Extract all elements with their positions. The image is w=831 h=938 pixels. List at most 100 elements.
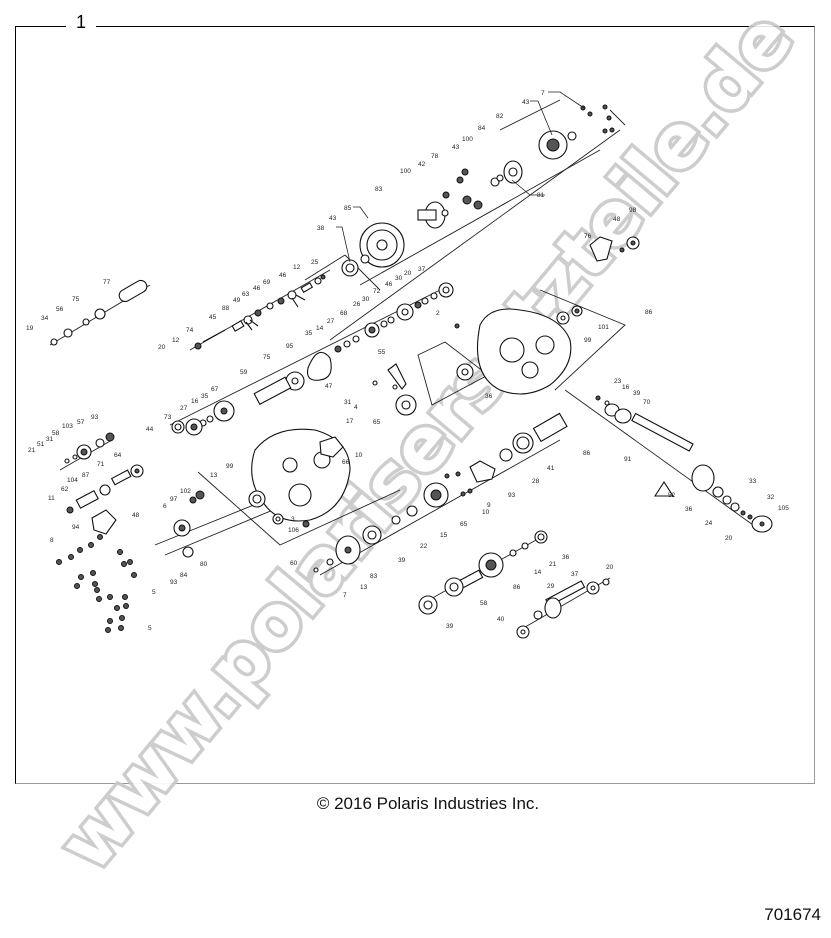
callout-number: 105: [778, 505, 789, 512]
callout-number: 16: [622, 384, 630, 391]
loose-bolts: [56, 534, 137, 633]
callout-number: 33: [749, 478, 757, 485]
callout-number: 40: [497, 616, 505, 623]
callouts-right-housing: 76 48 98 2 101 99 86 36: [436, 207, 653, 400]
callout-number: 22: [420, 543, 428, 550]
callout-number: 59: [240, 369, 248, 376]
callout-number: 27: [327, 318, 335, 325]
callout-number: 83: [375, 186, 383, 193]
callout-number: 19: [26, 325, 34, 332]
callout-number: 75: [72, 296, 80, 303]
callout-number: 82: [496, 113, 504, 120]
callout-number: 86: [513, 584, 521, 591]
callout-number: 103: [62, 423, 73, 430]
callout-number: 2: [436, 310, 440, 317]
callout-number: 35: [305, 330, 313, 337]
callouts-mid: 55 47 31 4 65: [325, 349, 386, 426]
right-housing: [417, 236, 640, 406]
callout-number: 44: [146, 426, 154, 433]
callout-number: 43: [452, 144, 460, 151]
callouts-top: 7 43 82 84 100 43 78 42 100 83 81 85 43 …: [317, 90, 585, 263]
callout-number: 39: [398, 557, 406, 564]
callout-number: 106: [288, 527, 299, 534]
callout-number: 37: [418, 266, 426, 273]
callout-number: 81: [537, 192, 545, 199]
callout-number: 72: [373, 288, 381, 295]
callout-number: 78: [431, 153, 439, 160]
callout-number: 74: [186, 327, 194, 334]
callouts-gear-row: 37 20 30 46 72 30 26 68 27 14 35 95 75 5…: [146, 266, 426, 433]
callout-number: 32: [767, 494, 775, 501]
callout-number: 5: [148, 625, 152, 632]
callout-number: 43: [522, 99, 530, 106]
callout-number: 20: [404, 270, 412, 277]
callouts-shift-fork: 25 12 46 69 46 63 49 88 45 74 12 20: [158, 259, 319, 351]
top-gear-assembly: [304, 99, 626, 341]
callout-number: 10: [355, 452, 363, 459]
callout-number: 46: [253, 285, 261, 292]
callout-number: 21: [549, 561, 557, 568]
callout-number: 12: [172, 337, 180, 344]
callout-number: 83: [370, 573, 378, 580]
callout-number: 77: [103, 279, 111, 286]
callout-number: 99: [584, 337, 592, 344]
callout-number: 9: [487, 502, 491, 509]
callout-number: 3: [291, 516, 295, 523]
callout-number: 36: [685, 506, 693, 513]
callouts-left-lower: 93 57 103 58 31 51 21 64 71 87 104 62 11…: [28, 414, 140, 544]
callout-number: 29: [547, 583, 555, 590]
callout-number: 41: [547, 465, 555, 472]
callout-number: 31: [46, 436, 54, 443]
callout-number: 91: [624, 456, 632, 463]
left-shaft-group: [49, 279, 151, 346]
callout-number: 60: [290, 560, 298, 567]
callout-number: 76: [584, 233, 592, 240]
callout-number: 39: [633, 390, 641, 397]
callout-number: 5: [152, 589, 156, 596]
callout-number: 34: [41, 315, 49, 322]
lower-gears: [418, 530, 611, 639]
callout-number: 52: [668, 492, 676, 499]
gear-row: [169, 282, 454, 436]
callout-number: 86: [645, 309, 653, 316]
callouts-left-shaft: 77 75 56 34 19: [26, 279, 111, 332]
callout-number: 87: [82, 472, 90, 479]
callout-number: 27: [180, 405, 188, 412]
callout-number: 20: [725, 535, 733, 542]
callout-number: 30: [395, 275, 403, 282]
callout-number: 13: [360, 584, 368, 591]
callout-number: 37: [571, 571, 579, 578]
callout-number: 8: [50, 537, 54, 544]
callout-number: 100: [462, 136, 473, 143]
callout-number: 49: [233, 297, 241, 304]
callout-number: 7: [343, 592, 347, 599]
callout-number: 70: [643, 399, 651, 406]
callout-number: 93: [508, 492, 516, 499]
callout-number: 62: [61, 486, 69, 493]
callout-number: 14: [316, 325, 324, 332]
callout-number: 57: [77, 419, 85, 426]
callout-number: 12: [293, 264, 301, 271]
callout-number: 16: [191, 398, 199, 405]
callouts-center-shaft: 86 41 28 93 9 10 65 15 22 39 83 13 7: [343, 450, 591, 599]
callout-number: 7: [541, 90, 545, 97]
callout-number: 21: [28, 447, 36, 454]
callout-number: 46: [279, 272, 287, 279]
callout-number: 26: [353, 301, 361, 308]
callout-number: 93: [170, 579, 178, 586]
callout-number: 84: [180, 572, 188, 579]
callout-number: 20: [158, 344, 166, 351]
callout-number: 88: [222, 305, 230, 312]
copyright-notice: © 2016 Polaris Industries Inc.: [316, 794, 540, 813]
callout-number: 46: [385, 281, 393, 288]
callout-number: 28: [532, 478, 540, 485]
callout-number: 39: [446, 623, 454, 630]
shift-fork-group: [189, 269, 331, 351]
callout-number: 65: [373, 419, 381, 426]
callouts-output-shaft: 23 16 39 70 91 52 33 32 105 36 24 20: [614, 378, 789, 542]
callout-number: 63: [242, 291, 250, 298]
callout-number: 71: [97, 461, 105, 468]
callout-number: 48: [613, 216, 621, 223]
callout-number: 85: [344, 205, 352, 212]
callout-number: 10: [482, 509, 490, 516]
